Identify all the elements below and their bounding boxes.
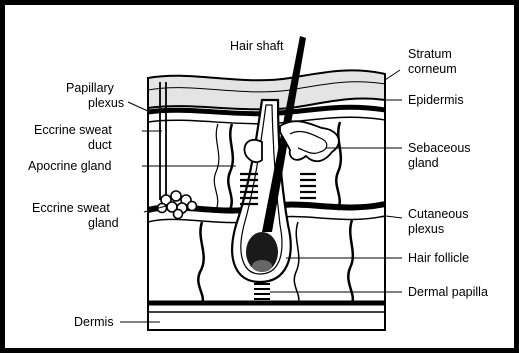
label-epidermis: Epidermis	[408, 93, 464, 107]
hair-bulb-dots	[252, 260, 272, 272]
label-dermis: Dermis	[74, 315, 114, 329]
sebaceous-gland-left	[244, 140, 262, 162]
label-eccrine-duct-2: duct	[88, 138, 112, 152]
label-eccrine-gland-1: Eccrine sweat	[32, 201, 110, 215]
label-papillary-plexus-1: Papillary	[66, 81, 115, 95]
dermal-papilla	[254, 284, 270, 299]
label-stratum-corneum-1: Stratum	[408, 47, 452, 61]
label-sebaceous-2: gland	[408, 156, 439, 170]
label-sebaceous-1: Sebaceous	[408, 141, 471, 155]
label-stratum-corneum-2: corneum	[408, 62, 457, 76]
label-cutaneous-2: plexus	[408, 222, 444, 236]
apocrine-gland-right	[300, 174, 316, 198]
label-cutaneous-1: Cutaneous	[408, 207, 468, 221]
label-hair-follicle: Hair follicle	[408, 251, 469, 265]
eccrine-sweat-gland	[158, 191, 197, 219]
label-papillary-plexus-2: plexus	[88, 96, 124, 110]
label-dermal-papilla: Dermal papilla	[408, 285, 488, 299]
label-eccrine-duct-1: Eccrine sweat	[34, 123, 112, 137]
label-apocrine: Apocrine gland	[28, 159, 111, 173]
label-hair-shaft: Hair shaft	[230, 39, 284, 53]
sebaceous-gland-right	[280, 121, 339, 161]
label-eccrine-gland-2: gland	[88, 216, 119, 230]
